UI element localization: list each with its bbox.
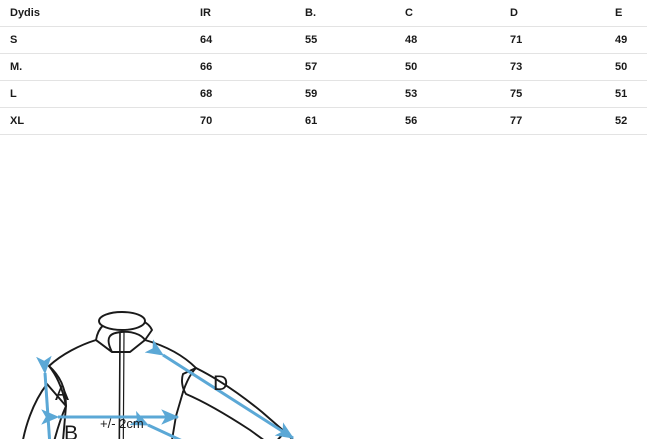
column-header-size: Dydis <box>0 0 200 27</box>
cell-e: 49 <box>615 26 647 54</box>
cell-d: 71 <box>510 26 615 54</box>
cell-e: 51 <box>615 80 647 108</box>
cell-ir: 66 <box>200 53 305 81</box>
cell-ir: 70 <box>200 107 305 135</box>
cell-d: 75 <box>510 80 615 108</box>
jacket-illustration-svg: A B C D E <box>22 311 295 439</box>
cell-size: S <box>0 26 200 54</box>
cell-c: 48 <box>405 26 510 54</box>
cell-ir: 64 <box>200 26 305 54</box>
arrow-a <box>36 355 60 439</box>
measurement-arrows-group <box>36 339 295 439</box>
cell-c: 56 <box>405 107 510 135</box>
cell-size: M. <box>0 53 200 81</box>
jacket-outline-group <box>22 311 294 439</box>
cell-d: 77 <box>510 107 615 135</box>
size-chart-table: Dydis IR B. C D E S 64 55 48 71 49 M. 66… <box>0 0 647 135</box>
cell-d: 73 <box>510 53 615 81</box>
dim-label-d: D <box>213 372 228 395</box>
arrow-e <box>129 410 277 439</box>
cell-size: L <box>0 80 200 108</box>
table-row: M. 66 57 50 73 50 <box>0 53 647 81</box>
tolerance-note: +/- 2cm <box>100 416 144 431</box>
column-header-e: E <box>615 0 647 27</box>
cell-size: XL <box>0 107 200 135</box>
table-row: S 64 55 48 71 49 <box>0 26 647 54</box>
cell-c: 50 <box>405 53 510 81</box>
table-header-row: Dydis IR B. C D E <box>0 0 647 27</box>
table-header: Dydis IR B. C D E <box>0 0 647 27</box>
cell-b: 61 <box>305 107 405 135</box>
cell-c: 53 <box>405 80 510 108</box>
table-body: S 64 55 48 71 49 M. 66 57 50 73 50 L 68 … <box>0 26 647 135</box>
dim-label-b: B <box>64 422 78 439</box>
cell-b: 59 <box>305 80 405 108</box>
cell-e: 50 <box>615 53 647 81</box>
table-row: L 68 59 53 75 51 <box>0 80 647 108</box>
column-header-c: C <box>405 0 510 27</box>
jacket-diagram: A B C D E +/- 2cm <box>0 140 647 439</box>
collar-top-ellipse <box>98 311 146 331</box>
cell-e: 52 <box>615 107 647 135</box>
dim-label-a: A <box>55 382 69 405</box>
column-header-b: B. <box>305 0 405 27</box>
column-header-ir: IR <box>200 0 305 27</box>
table-row: XL 70 61 56 77 52 <box>0 107 647 135</box>
cell-b: 55 <box>305 26 405 54</box>
cell-b: 57 <box>305 53 405 81</box>
cell-ir: 68 <box>200 80 305 108</box>
column-header-d: D <box>510 0 615 27</box>
